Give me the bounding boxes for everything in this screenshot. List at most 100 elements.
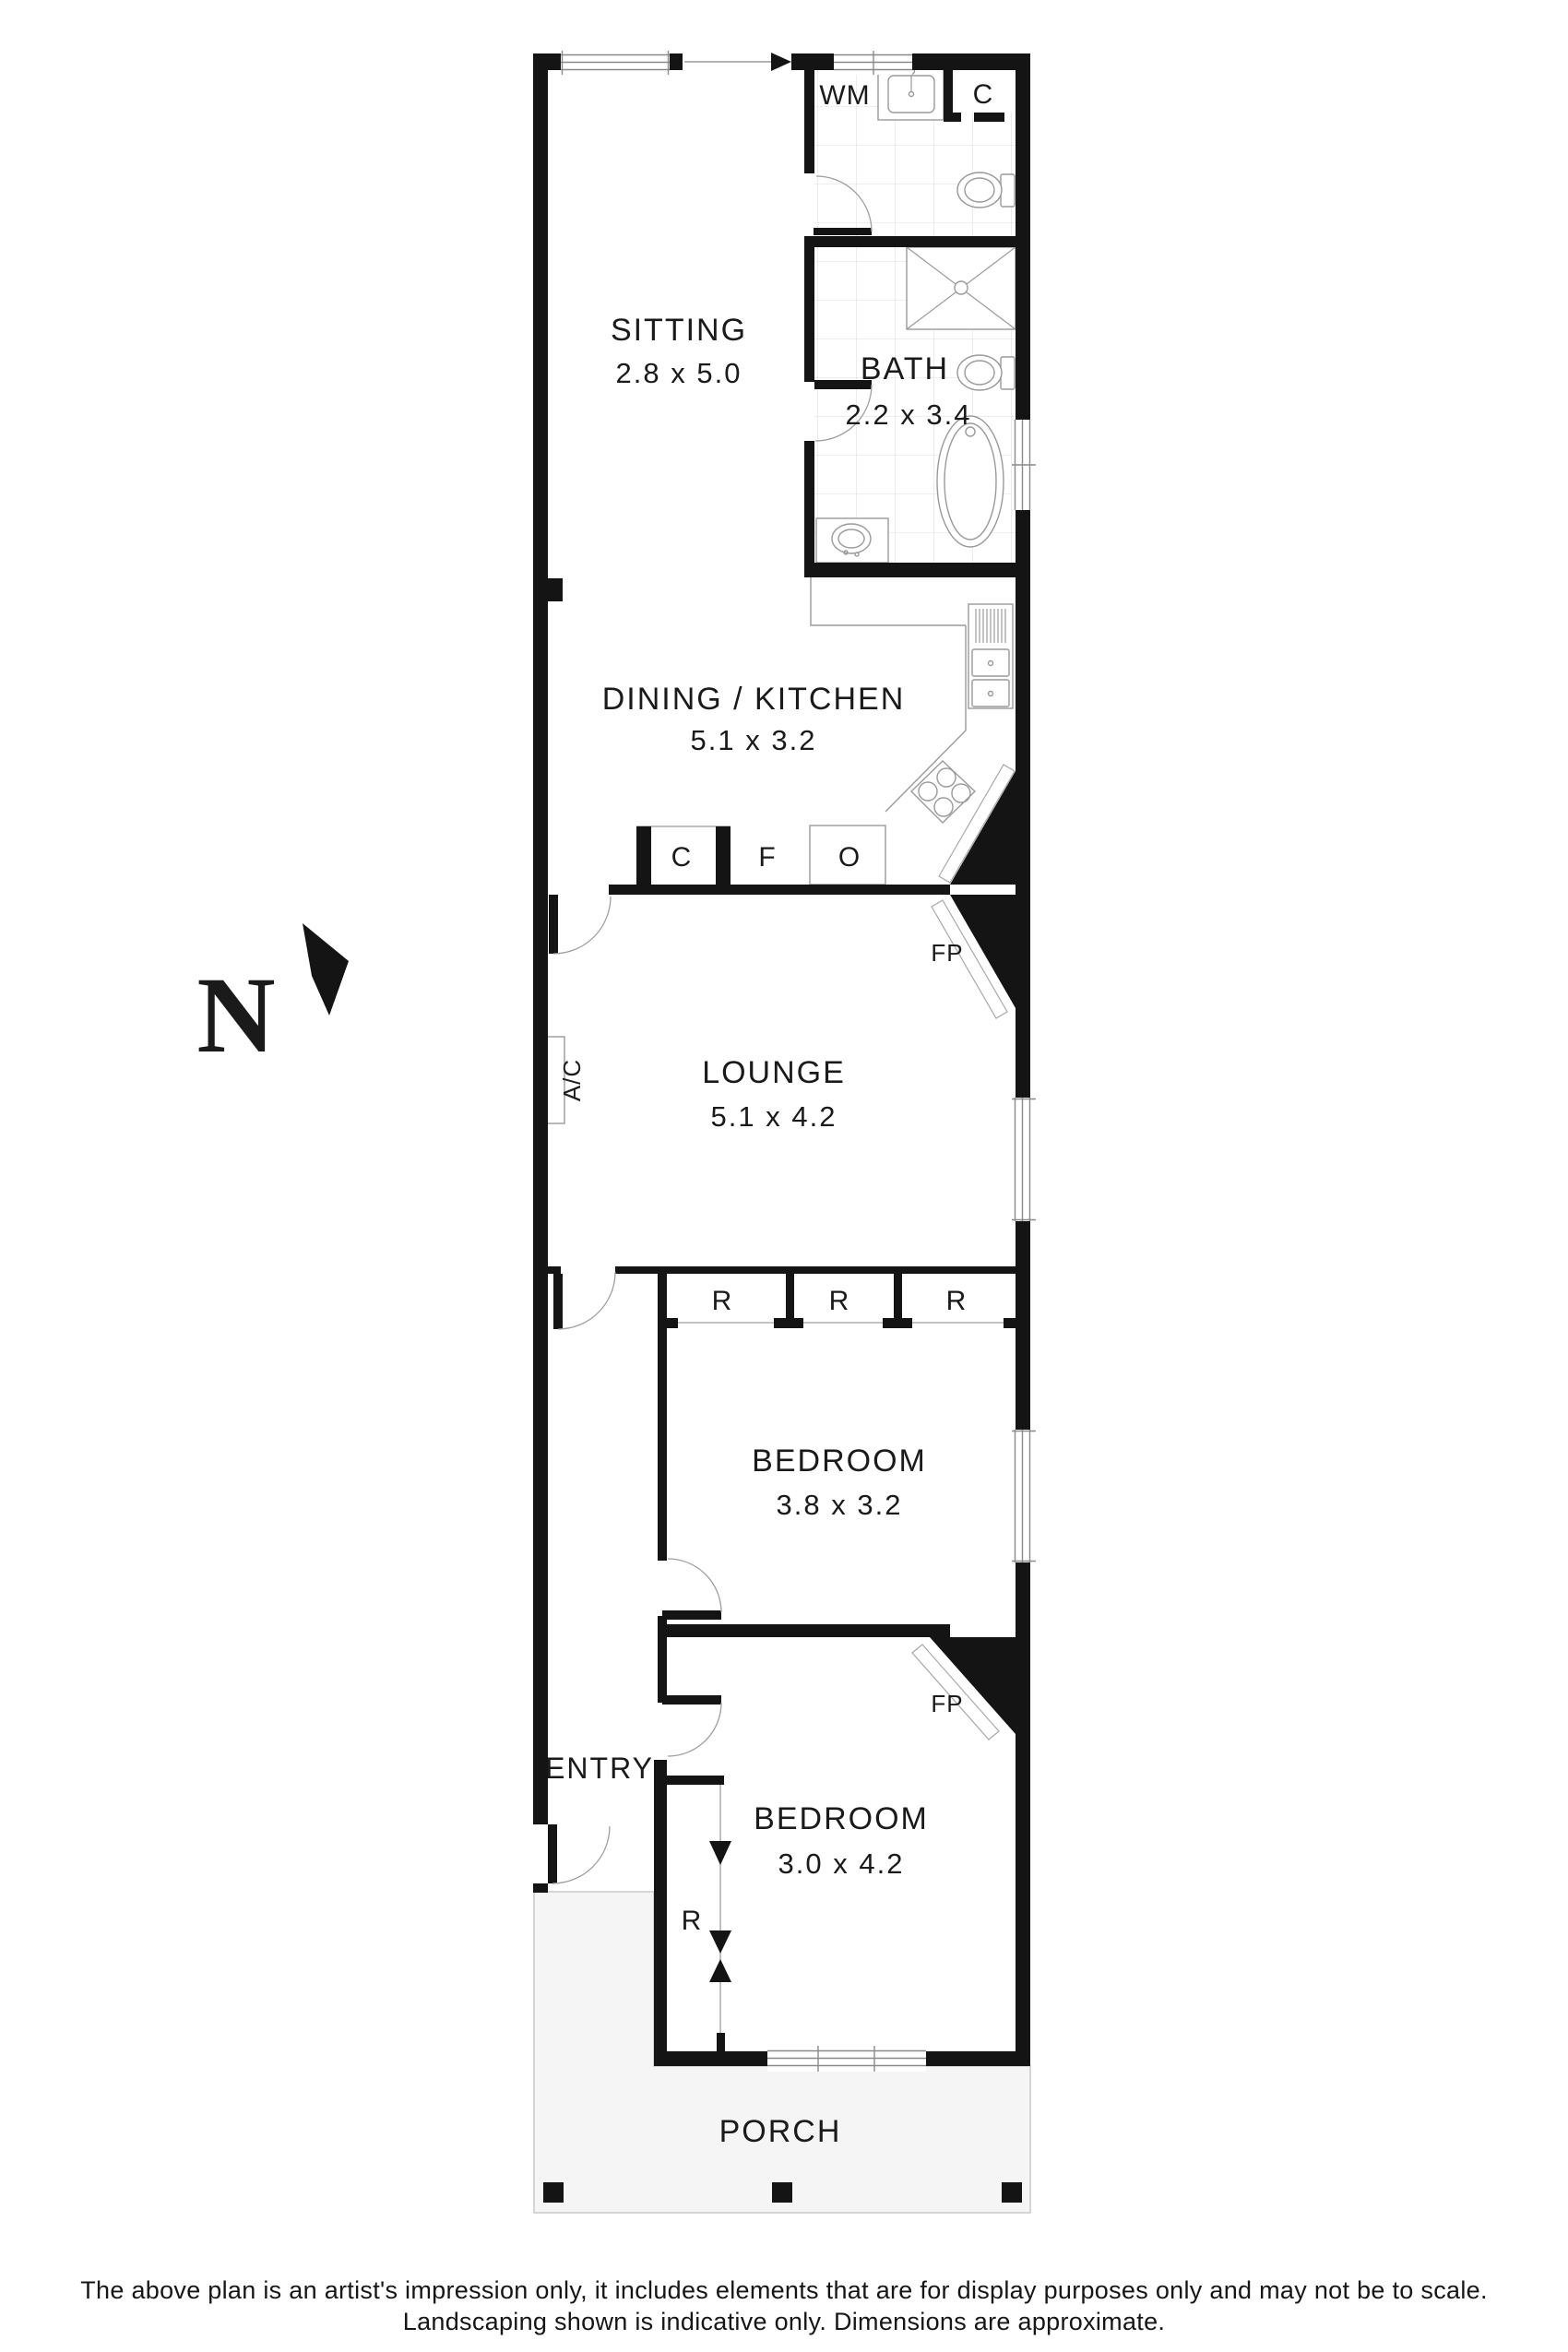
bath-door-swing	[814, 384, 873, 442]
washing-machine-label: WM	[819, 80, 870, 111]
bath-window	[1012, 420, 1036, 510]
sitting-dims: 2.8 x 5.0	[616, 357, 742, 389]
wall-bed2-left	[654, 1760, 667, 2066]
wall-bath-bottom	[804, 563, 1030, 577]
kitchen-bench-front	[885, 625, 967, 813]
wc-toilet	[956, 172, 1016, 208]
fireplace-lounge-mass	[950, 895, 1016, 1008]
wall-bed1-left	[658, 1266, 667, 1561]
fireplaces	[911, 764, 1016, 1740]
disclaimer-line-2: Landscaping shown is indicative only. Di…	[403, 2308, 1165, 2335]
wall-bath-left-upper	[804, 236, 814, 382]
sitting-window-lines	[561, 51, 670, 75]
wall-closet-left	[944, 63, 953, 122]
bath-door-leaf	[814, 380, 872, 389]
disclaimer: The above plan is an artist's impression…	[80, 2276, 1488, 2335]
bifold-arrow-down-1	[709, 1841, 731, 1865]
bedroom2-robe-bifold	[709, 1785, 731, 2033]
wall-right-3	[1016, 1221, 1030, 1430]
front-door-swing	[552, 1825, 611, 1884]
lounge-window	[1012, 1098, 1036, 1221]
bath-toilet	[956, 354, 1016, 391]
porch-post-center	[772, 2182, 792, 2203]
fireplace-kitchen-mass	[950, 771, 1016, 885]
wall-top-4	[912, 53, 1030, 70]
cooktop	[910, 760, 977, 824]
lounge-door-swing	[557, 1271, 616, 1330]
bath-dims: 2.2 x 3.4	[846, 398, 972, 431]
front-door-leaf	[548, 1824, 557, 1883]
robe3-label: R	[946, 1286, 968, 1316]
sitting-window	[561, 51, 670, 75]
wall-top-2	[670, 53, 683, 70]
lounge-dims: 5.1 x 4.2	[711, 1100, 837, 1133]
bathtub-drain	[965, 426, 976, 437]
linen-closet-floor	[953, 67, 1016, 113]
cupboard-label: C	[671, 842, 693, 873]
laundry-door-swing	[815, 175, 873, 232]
kitchen-drawer-2	[971, 679, 1010, 707]
wall-lounge-bottom-right	[615, 1266, 1016, 1274]
vanity-basin-inner	[837, 529, 865, 549]
wall-bed1-bottom	[658, 1624, 950, 1637]
wall-closet-bottom-1	[944, 113, 961, 122]
windows	[561, 51, 1036, 2072]
bifold-arrow-down-2	[709, 1930, 731, 1954]
bath-toilet-cistern	[1000, 356, 1016, 390]
entry-label: ENTRY	[545, 1752, 654, 1785]
bedroom1-door-leaf	[662, 1610, 721, 1620]
wall-bed2-robe-stub	[662, 1776, 724, 1785]
fireplace-bedroom2-hearth	[911, 1644, 1000, 1740]
linen-closet-label: C	[973, 79, 994, 110]
bedroom2-window-lines	[767, 2046, 926, 2072]
bathtub	[936, 415, 1004, 548]
vanity-tap-1	[843, 550, 849, 555]
disclaimer-line-1: The above plan is an artist's impression…	[80, 2276, 1488, 2304]
wall-left-stub	[533, 1883, 548, 1893]
cupboard-pier-left	[636, 826, 651, 885]
kitchen-bench	[810, 577, 1014, 813]
wall-bed2-bottom-right	[926, 2051, 1030, 2066]
bath-label: BATH	[861, 351, 949, 386]
bedroom1-window-band	[1012, 1430, 1036, 1562]
cooktop-surface	[910, 760, 977, 824]
bedroom2-label: BEDROOM	[754, 1801, 929, 1836]
wall-closet-bottom-2	[974, 113, 1004, 122]
bath-toilet-bowl-inner	[964, 360, 995, 386]
fixture-labels: WM C C F O R R R R FP FP A/C	[558, 79, 994, 1936]
wall-bed2-robe-tick	[717, 2033, 725, 2053]
wall-sitting-pier	[533, 578, 563, 601]
arrow-head-icon	[771, 53, 791, 71]
vanity-counter	[815, 517, 889, 564]
laundry-drain	[908, 90, 915, 98]
fireplace-lounge-hearth	[931, 899, 1008, 1019]
room-labels: SITTING 2.8 x 5.0 BATH 2.2 x 3.4 DINING …	[545, 313, 972, 2149]
shower	[906, 246, 1016, 330]
bedroom2-door-leaf	[662, 1695, 721, 1705]
bedroom1-label: BEDROOM	[752, 1443, 927, 1479]
robe-divider-stem-1	[786, 1274, 794, 1318]
robe1-label: R	[712, 1286, 733, 1316]
bathtub-outer	[936, 415, 1004, 548]
porch-post-right	[1002, 2182, 1022, 2203]
fixtures	[540, 66, 1016, 2033]
wall-closet-bottom-3	[1017, 113, 1030, 122]
cooktop-burner-3	[918, 781, 938, 802]
vanity-basin	[831, 523, 872, 554]
dining-door-swing	[552, 896, 612, 955]
robe2-label: R	[829, 1286, 850, 1316]
lounge-window-lines	[1012, 1098, 1036, 1221]
sitting-label: SITTING	[611, 313, 747, 348]
wc-toilet-cistern	[1000, 173, 1016, 208]
porch-post-left	[543, 2182, 564, 2203]
bedroom2-robe-label: R	[682, 1906, 703, 1936]
cupboard-pier-right	[716, 826, 731, 885]
laundry-window-lines	[834, 51, 912, 75]
wall-dining-bottom	[609, 885, 950, 895]
bedroom1-window-lines	[1012, 1430, 1036, 1562]
robe-stub-left	[658, 1318, 678, 1328]
lounge-window-band	[1012, 1098, 1036, 1221]
bedroom1-dims: 3.8 x 3.2	[777, 1489, 903, 1521]
